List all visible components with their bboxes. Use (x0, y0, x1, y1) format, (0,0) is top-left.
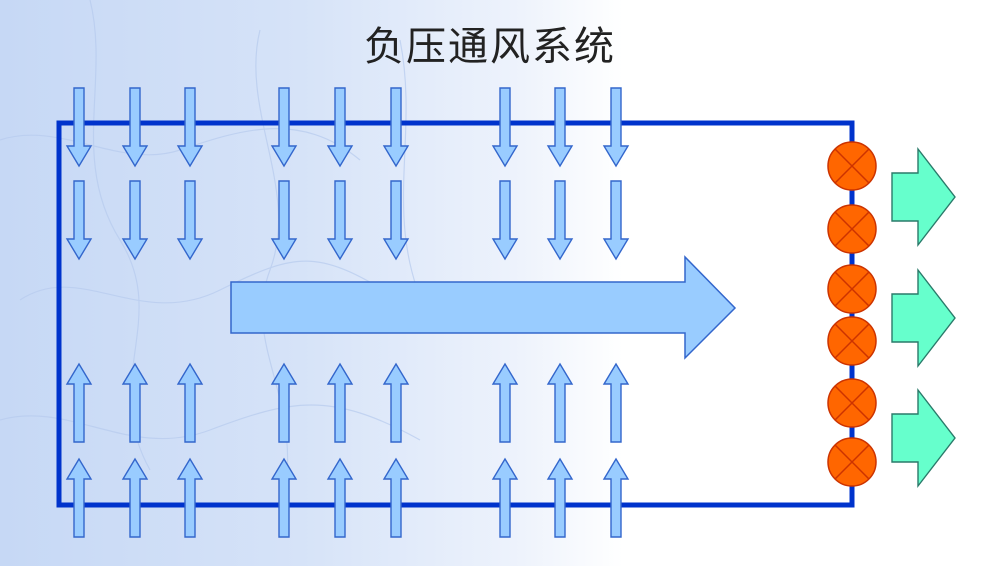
inlet-arrow-down-r1-c2 (121, 87, 149, 168)
inlet-arrow-down-r2-c6 (382, 180, 410, 261)
slide-title: 负压通风系统 (364, 24, 616, 70)
exhaust-arrow-3 (891, 387, 956, 489)
inlet-arrow-up-r3-c9 (602, 362, 630, 443)
inlet-arrow-up-r3-c8 (546, 362, 574, 443)
exhaust-fan-5 (827, 378, 877, 428)
inlet-arrow-up-r3-c6 (382, 362, 410, 443)
inlet-arrow-down-r1-c9 (602, 87, 630, 168)
inlet-arrow-up-r3-c1 (65, 362, 93, 443)
inlet-arrow-down-r2-c5 (326, 180, 354, 261)
inlet-arrow-down-r1-c6 (382, 87, 410, 168)
inlet-arrow-up-r4-c8 (546, 457, 574, 538)
inlet-arrow-down-r1-c1 (65, 87, 93, 168)
exhaust-arrow-1 (891, 146, 956, 248)
exhaust-arrow-2 (891, 267, 956, 369)
inlet-arrow-down-r2-c4 (270, 180, 298, 261)
inlet-arrow-down-r1-c5 (326, 87, 354, 168)
inlet-arrow-down-r1-c7 (491, 87, 519, 168)
inlet-arrow-up-r4-c2 (121, 457, 149, 538)
inlet-arrow-up-r3-c2 (121, 362, 149, 443)
exhaust-fan-2 (827, 204, 877, 254)
inlet-arrow-up-r3-c3 (176, 362, 204, 443)
inlet-arrow-down-r1-c4 (270, 87, 298, 168)
inlet-arrow-up-r4-c1 (65, 457, 93, 538)
exhaust-fans-group (827, 141, 877, 487)
exhaust-fan-6 (827, 437, 877, 487)
inlet-arrow-up-r3-c5 (326, 362, 354, 443)
inlet-arrow-down-r2-c7 (491, 180, 519, 261)
inlet-arrow-down-r2-c2 (121, 180, 149, 261)
main-airflow-arrow (230, 255, 737, 360)
inlet-arrow-up-r4-c5 (326, 457, 354, 538)
inlet-arrow-up-r4-c7 (491, 457, 519, 538)
inlet-arrow-up-r4-c9 (602, 457, 630, 538)
inlet-arrow-down-r1-c3 (176, 87, 204, 168)
inlet-arrow-down-r2-c8 (546, 180, 574, 261)
inlet-arrow-down-r2-c9 (602, 180, 630, 261)
inlet-arrow-up-r4-c6 (382, 457, 410, 538)
exhaust-fan-3 (827, 264, 877, 314)
inlet-arrow-up-r4-c3 (176, 457, 204, 538)
exhaust-fan-4 (827, 316, 877, 366)
inlet-arrows-group (65, 87, 630, 538)
inlet-arrow-up-r3-c7 (491, 362, 519, 443)
house-outline (56, 120, 855, 508)
inlet-arrow-up-r3-c4 (270, 362, 298, 443)
exhaust-arrows-group (891, 146, 956, 489)
exhaust-fan-1 (827, 141, 877, 191)
inlet-arrow-up-r4-c4 (270, 457, 298, 538)
inlet-arrow-down-r2-c3 (176, 180, 204, 261)
inlet-arrow-down-r2-c1 (65, 180, 93, 261)
inlet-arrow-down-r1-c8 (546, 87, 574, 168)
